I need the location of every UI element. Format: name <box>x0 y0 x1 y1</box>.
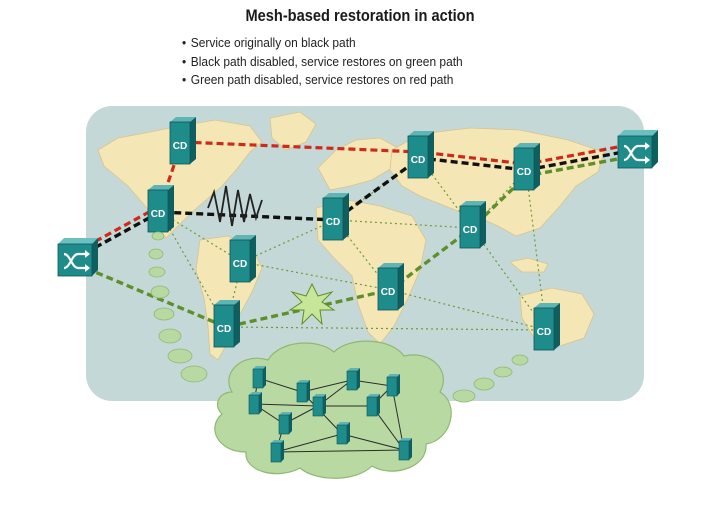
svg-text:CD: CD <box>217 324 231 335</box>
lightning-zigzag-icon <box>207 185 263 227</box>
svg-text:CD: CD <box>381 287 395 298</box>
svg-text:CD: CD <box>411 155 425 166</box>
svg-text:CD: CD <box>173 141 187 152</box>
cloud-node[interactable] <box>336 421 351 445</box>
greenland <box>269 111 317 151</box>
cloud-connector-bubbles <box>148 231 529 403</box>
diagram-title: Mesh-based restoration in action <box>245 6 475 25</box>
cloud-node[interactable] <box>398 437 413 461</box>
bullet-red-path: Green path disabled, service restores on… <box>182 71 463 90</box>
green-path <box>75 154 635 329</box>
svg-text:CD: CD <box>463 225 477 236</box>
red-path <box>75 140 635 254</box>
cloud-node[interactable] <box>296 379 311 403</box>
cloud-node[interactable] <box>248 391 263 415</box>
switch-left-icon[interactable] <box>56 236 100 278</box>
indonesia <box>509 257 549 273</box>
cd-node-australia[interactable]: CD <box>533 302 561 351</box>
cd-node-north-america-north[interactable]: CD <box>169 116 197 165</box>
cd-node-west-africa[interactable]: CD <box>322 192 350 241</box>
cd-node-south-america-north[interactable]: CD <box>229 234 257 283</box>
cloud-node[interactable] <box>366 393 381 417</box>
black-path <box>75 148 635 260</box>
cloud-node[interactable] <box>386 373 401 397</box>
cd-node-east-asia[interactable]: CD <box>513 142 541 191</box>
svg-text:CD: CD <box>537 327 551 338</box>
cloud-node[interactable] <box>270 439 285 463</box>
legend-bullets: Service originally on black path Black p… <box>182 34 463 90</box>
cd-node-europe[interactable]: CD <box>407 130 435 179</box>
cd-node-north-america-south[interactable]: CD <box>147 184 175 233</box>
svg-text:CD: CD <box>151 209 165 220</box>
cd-node-middle-east[interactable]: CD <box>459 200 487 249</box>
asia <box>389 127 605 237</box>
cloud-node[interactable] <box>278 411 293 435</box>
bullet-black-path: Service originally on black path <box>182 34 463 53</box>
svg-text:CD: CD <box>233 259 247 270</box>
svg-text:CD: CD <box>517 167 531 178</box>
cd-node-south-america-south[interactable]: CD <box>213 299 241 348</box>
svg-text:CD: CD <box>326 217 340 228</box>
cloud-node[interactable] <box>312 393 327 417</box>
switch-right-icon[interactable] <box>616 128 660 170</box>
cd-node-south-africa[interactable]: CD <box>377 262 405 311</box>
starburst-break-icon <box>288 282 336 326</box>
cloud-node[interactable] <box>252 365 267 389</box>
cloud-node[interactable] <box>346 367 361 391</box>
bullet-green-path: Black path disabled, service restores on… <box>182 53 463 72</box>
